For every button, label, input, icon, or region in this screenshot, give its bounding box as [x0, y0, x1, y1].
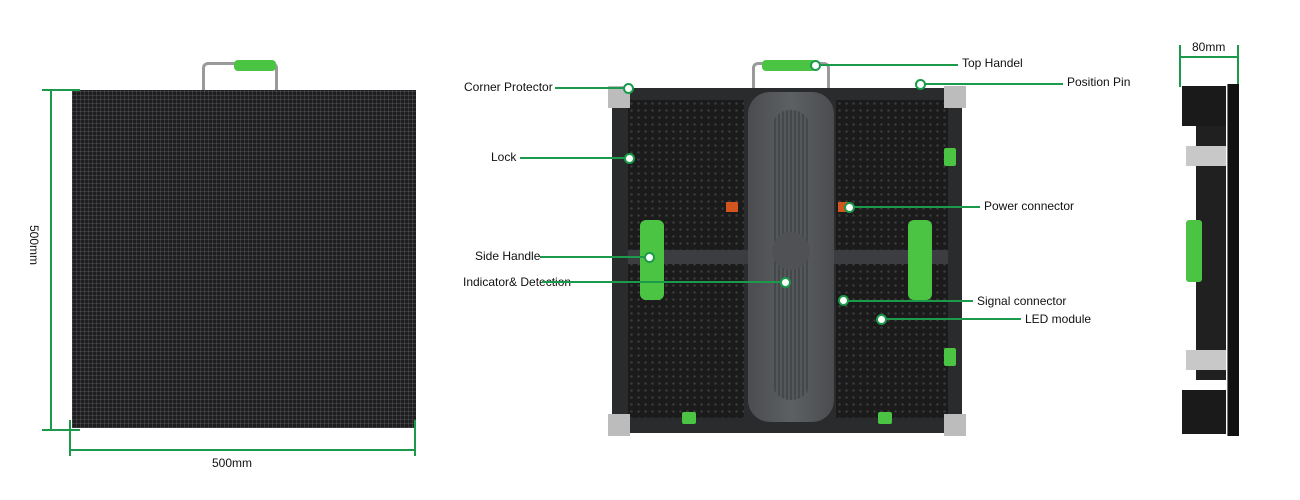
lock-green-right-bottom: [944, 348, 956, 366]
side-cabinet-top: [1182, 86, 1226, 126]
callout-position-pin: Position Pin: [1067, 75, 1131, 89]
callout-dot-indicator-detection: [780, 277, 791, 288]
width-dimension-line: [70, 449, 416, 451]
callout-dot-signal-connector: [838, 295, 849, 306]
lock-green-right-top: [944, 148, 956, 166]
callout-dot-corner-protector: [623, 83, 634, 94]
height-dimension-tick-top: [42, 89, 80, 91]
height-dimension-line: [50, 90, 52, 430]
side-cabinet-bottom: [1182, 390, 1226, 434]
depth-dimension-tick-right: [1237, 45, 1239, 87]
callout-line-lock: [520, 157, 626, 159]
callout-dot-led-module: [876, 314, 887, 325]
back-handle-grip: [762, 60, 816, 71]
callout-dot-power-connector: [844, 202, 855, 213]
callout-side-handle: Side Handle: [475, 249, 541, 263]
power-box-cap: [772, 232, 810, 270]
corner-protector-tr: [944, 86, 966, 108]
callout-top-handle: Top Handel: [962, 56, 1023, 70]
callout-power-connector: Power connector: [984, 199, 1075, 213]
callout-line-signal-connector: [846, 300, 973, 302]
callout-line-position-pin: [924, 83, 1063, 85]
callout-led-module: LED module: [1025, 312, 1092, 326]
side-bracket-bottom: [1186, 350, 1226, 370]
callout-line-indicator-detection: [542, 281, 782, 283]
callout-dot-top-handle: [810, 60, 821, 71]
side-handle-right: [908, 220, 932, 300]
width-dimension-tick-left: [69, 420, 71, 456]
lock-green-bottom-left: [682, 412, 696, 424]
callout-line-side-handle: [540, 256, 646, 258]
height-label: 500mm: [27, 224, 42, 266]
callout-corner-protector: Corner Protector: [464, 80, 553, 94]
corner-protector-bl: [608, 414, 630, 436]
depth-dimension-line: [1180, 56, 1239, 58]
front-handle-grip: [234, 60, 276, 71]
height-dimension-tick-bottom: [42, 429, 80, 431]
callout-indicator-detection: Indicator& Detection: [463, 275, 572, 289]
callout-dot-side-handle: [644, 252, 655, 263]
callout-dot-lock: [624, 153, 635, 164]
callout-line-top-handle: [818, 64, 958, 66]
width-label: 500mm: [212, 456, 253, 470]
side-bracket-top: [1186, 146, 1226, 166]
callout-lock: Lock: [491, 150, 517, 164]
lock-green-bottom-right: [878, 412, 892, 424]
callout-dot-position-pin: [915, 79, 926, 90]
callout-line-power-connector: [852, 206, 980, 208]
corner-protector-br: [944, 414, 966, 436]
depth-dimension-tick-left: [1179, 45, 1181, 87]
callout-signal-connector: Signal connector: [977, 294, 1067, 308]
width-dimension-tick-right: [414, 420, 416, 456]
side-handle-profile: [1186, 220, 1202, 282]
callout-line-led-module: [884, 318, 1021, 320]
side-panel-face: [1227, 84, 1239, 436]
depth-label: 80mm: [1192, 40, 1226, 54]
led-panel-front: [72, 90, 416, 428]
callout-line-corner-protector: [555, 87, 625, 89]
power-connector-plug-left: [726, 202, 738, 212]
